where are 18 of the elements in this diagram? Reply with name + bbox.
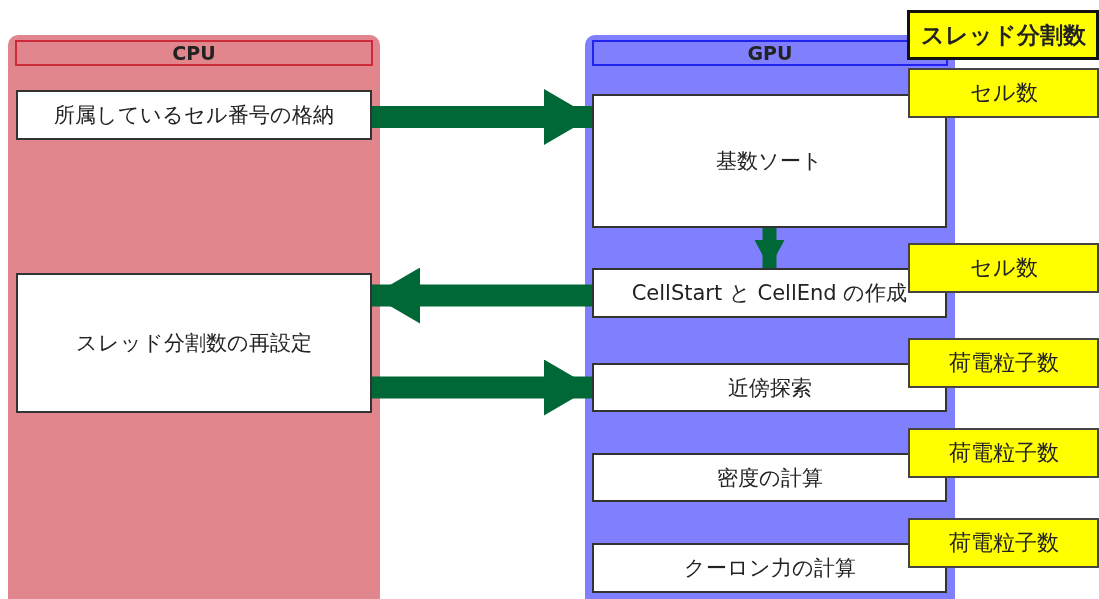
count-label: 荷電粒子数 [908, 428, 1099, 478]
process-box: クーロン力の計算 [592, 543, 947, 593]
panel-heading: CPU [15, 40, 373, 66]
count-label: 荷電粒子数 [908, 518, 1099, 568]
process-box: スレッド分割数の再設定 [16, 273, 372, 413]
process-box: CellStart と CellEnd の作成 [592, 268, 947, 318]
process-box: 密度の計算 [592, 453, 947, 502]
block-arrow [372, 89, 592, 145]
panel-background [8, 35, 380, 599]
count-label: 荷電粒子数 [908, 338, 1099, 388]
count-label: セル数 [908, 68, 1099, 118]
block-arrow [372, 267, 592, 324]
process-box: 近傍探索 [592, 363, 947, 412]
count-label: セル数 [908, 243, 1099, 293]
process-box: 基数ソート [592, 94, 947, 228]
process-box: 所属しているセル番号の格納 [16, 90, 372, 140]
block-arrow [754, 228, 785, 268]
block-arrow [372, 359, 592, 416]
